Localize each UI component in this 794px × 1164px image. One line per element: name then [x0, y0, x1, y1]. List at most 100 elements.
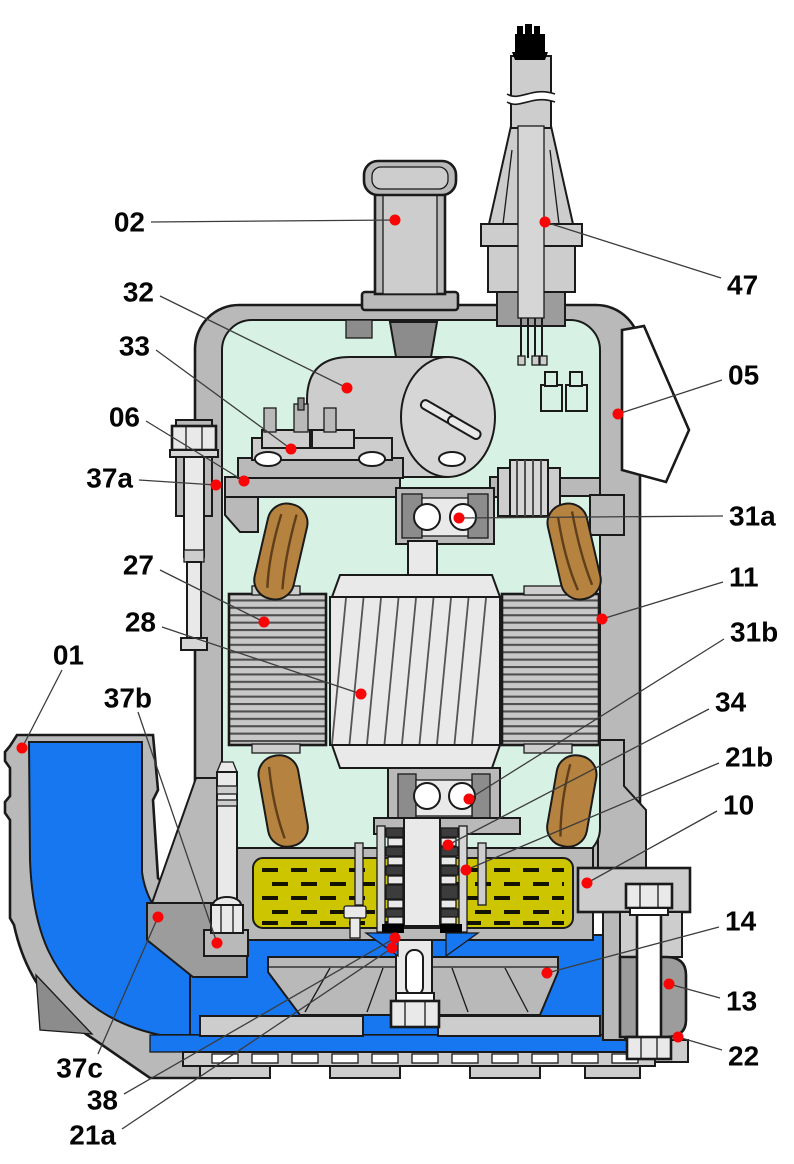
winding-upper-left — [253, 502, 309, 601]
stator-left — [227, 592, 328, 747]
part-label-21a: 21a — [69, 1120, 116, 1151]
base-feet — [199, 1065, 641, 1079]
part-label-31b: 31b — [730, 617, 778, 648]
motor-windings — [253, 502, 602, 848]
stud-bolt-lower-left — [203, 761, 249, 957]
part-label-02: 02 — [114, 207, 145, 238]
leader-line-10 — [586, 810, 718, 884]
part-label-22: 22 — [728, 1041, 759, 1072]
leader-line-01 — [21, 669, 63, 749]
part-label-38: 38 — [87, 1085, 118, 1116]
seal-gland-bar — [440, 924, 462, 933]
part-label-32: 32 — [123, 277, 154, 308]
anchor-dot-01 — [16, 742, 28, 754]
part-label-33: 33 — [119, 331, 150, 362]
part-label-01: 01 — [53, 640, 84, 671]
anchor-dot-38 — [389, 932, 401, 944]
housing-side-cutout — [620, 324, 691, 484]
leader-line-21a — [121, 947, 393, 1130]
rotor-hatch — [331, 597, 487, 745]
leader-line-14 — [546, 926, 720, 974]
shaft-upper — [407, 540, 438, 578]
cable-break — [504, 91, 557, 105]
power-cable — [480, 24, 583, 366]
leader-line-31b — [468, 638, 725, 800]
cable-frayed-tip — [512, 24, 548, 60]
anchor-dot-34 — [442, 839, 454, 851]
capacitor-slot — [446, 415, 482, 441]
anchor-dot-05 — [612, 408, 624, 420]
rotor — [329, 574, 502, 769]
part-label-13: 13 — [726, 986, 757, 1017]
bearing-plate — [224, 459, 625, 536]
terminal-block — [237, 397, 466, 479]
stator-right — [500, 592, 601, 747]
anchor-dot-14 — [541, 967, 553, 979]
anchor-dot-13 — [663, 978, 675, 990]
anchor-dot-22 — [672, 1031, 684, 1043]
anchor-dot-28 — [355, 688, 367, 700]
impeller-vanes — [304, 967, 529, 1013]
part-label-34: 34 — [715, 687, 747, 718]
part-label-37b: 37b — [104, 683, 152, 714]
impeller-nut — [389, 999, 441, 1029]
bearing-ball — [413, 503, 441, 531]
suction-plate-right — [437, 1015, 601, 1037]
anchor-dot-32 — [341, 382, 353, 394]
upper-bearing — [395, 487, 495, 545]
part-label-11: 11 — [729, 562, 759, 593]
leader-line-38 — [123, 937, 396, 1095]
protector-boxes — [540, 371, 588, 412]
leader-line-13 — [668, 983, 721, 999]
callout-layer: 0232330637a27280137b37c3821a470531a1131b… — [16, 207, 778, 1151]
oil-plug-bolt — [343, 905, 367, 939]
stud-pedestal — [203, 929, 249, 957]
anchor-dot-21a — [386, 942, 398, 954]
part-label-06: 06 — [109, 402, 140, 433]
anchor-dot-31b — [463, 793, 475, 805]
part-label-37c: 37c — [56, 1053, 103, 1084]
terminal-pins — [263, 397, 337, 433]
shaft-seal-section — [403, 817, 441, 927]
suction-water-strip — [149, 1034, 656, 1053]
cable-gland — [480, 125, 583, 327]
shaft-coupling — [497, 459, 561, 517]
leader-line-37a — [138, 479, 217, 486]
winding-upper-right — [546, 502, 602, 601]
leader-line-02 — [150, 219, 396, 223]
lower-bearing — [387, 767, 501, 826]
seal-stack-left — [385, 827, 404, 925]
housing-top-tab — [345, 319, 373, 339]
suction-plate-left — [199, 1015, 364, 1037]
part-label-28: 28 — [125, 607, 156, 638]
part-label-27: 27 — [123, 550, 154, 581]
anchor-dot-10 — [581, 877, 593, 889]
anchor-dot-37b — [211, 937, 223, 949]
leader-line-21b — [465, 762, 720, 871]
part-label-10: 10 — [723, 790, 754, 821]
leader-line-31a — [458, 515, 724, 519]
winding-lower-right — [546, 754, 598, 848]
pump-casing-right — [576, 866, 692, 1061]
part-label-47: 47 — [727, 270, 758, 301]
anchor-dot-02 — [389, 214, 401, 226]
part-label-21b: 21b — [725, 742, 773, 773]
part-label-14: 14 — [725, 906, 757, 937]
anchor-dot-31a — [453, 512, 465, 524]
anchor-dot-27 — [258, 616, 270, 628]
leader-line-37b — [137, 711, 218, 944]
seal-gland-bar — [382, 924, 404, 933]
leader-line-05 — [617, 379, 723, 415]
seal-water-wedge — [445, 932, 481, 958]
leader-line-27 — [159, 569, 265, 623]
cable-wires — [517, 318, 548, 366]
outlet-elbow-wedge — [35, 973, 94, 1035]
bearing-ball — [413, 782, 441, 810]
anchor-dot-37c — [152, 911, 164, 923]
strainer-base — [182, 1039, 689, 1079]
leader-line-34 — [447, 708, 710, 846]
leader-line-33 — [155, 349, 292, 450]
anchor-dot-21b — [460, 864, 472, 876]
carry-handle — [360, 159, 460, 312]
